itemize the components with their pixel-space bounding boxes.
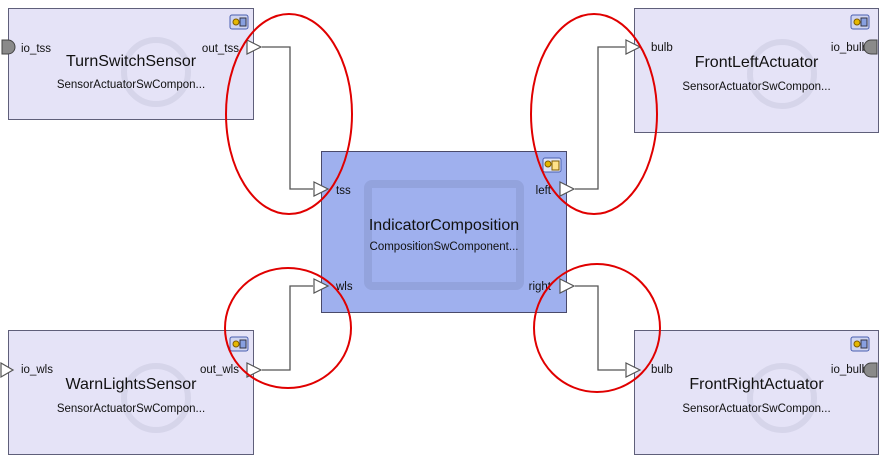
component-name: FrontLeftActuator [694, 54, 819, 71]
port-label-wls: wls [336, 281, 353, 293]
port-wls-icon [313, 278, 330, 294]
component-name: IndicatorComposition [368, 217, 520, 234]
connector-right-to-bulb [575, 285, 625, 371]
composition-watermark-icon [364, 180, 524, 290]
actuator-watermark-icon [747, 39, 817, 109]
highlight-ellipse-bottom-right [533, 263, 661, 393]
component-type: SensorActuatorSwCompon... [682, 403, 831, 415]
port-left-icon [559, 181, 576, 197]
port-right-icon [559, 278, 576, 294]
port-bulb-right-icon [625, 362, 642, 378]
composition-type-icon [542, 157, 562, 173]
component-type: CompositionSwComponent... [369, 241, 519, 253]
sensor-actuator-type-icon [850, 14, 870, 30]
port-label-bulb: bulb [651, 42, 673, 54]
port-label-io-tss: io_tss [21, 43, 52, 55]
turn-switch-sensor-component[interactable]: io_tss out_tss TurnSwitchSensor SensorAc… [8, 8, 254, 120]
indicator-composition-component[interactable]: tss left IndicatorComposition Compositio… [321, 151, 567, 313]
sensor-actuator-type-icon [229, 336, 249, 352]
front-left-actuator-component[interactable]: bulb io_bulb FrontLeftActuator SensorAct… [634, 8, 879, 133]
port-bulb-left-icon [625, 39, 642, 55]
port-label-out-wls: out_wls [200, 364, 239, 376]
warn-lights-sensor-component[interactable]: io_wls out_wls WarnLightsSensor SensorAc… [8, 330, 254, 455]
connector-left-to-bulb [575, 46, 625, 190]
component-type: SensorActuatorSwCompon... [682, 81, 831, 93]
sensor-watermark-icon [121, 37, 191, 107]
port-io-bulb-right-icon [863, 362, 878, 378]
port-label-bulb: bulb [651, 364, 673, 376]
component-type: SensorActuatorSwCompon... [56, 403, 206, 415]
sensor-actuator-type-icon [850, 336, 870, 352]
component-name: FrontRightActuator [689, 376, 824, 393]
port-label-io-bulb: io_bulb [830, 42, 868, 54]
component-type: SensorActuatorSwCompon... [56, 79, 206, 91]
component-name: WarnLightsSensor [65, 376, 197, 393]
highlight-ellipse-bottom-left [224, 267, 352, 389]
highlight-ellipse-top-left [225, 13, 353, 215]
sensor-watermark-icon [121, 363, 191, 433]
sensor-actuator-type-icon [229, 14, 249, 30]
port-label-out-tss: out_tss [201, 43, 239, 55]
connector-out-wls-to-wls [262, 285, 313, 371]
port-io-tss-icon [1, 39, 16, 55]
connector-out-tss-to-tss [262, 46, 313, 190]
port-label-left: left [535, 185, 551, 197]
port-label-io-bulb: io_bulb [830, 364, 868, 376]
port-label-tss: tss [336, 185, 351, 197]
component-name: TurnSwitchSensor [65, 53, 197, 70]
actuator-watermark-icon [747, 363, 817, 433]
port-io-wls-icon [0, 361, 15, 379]
port-label-io-wls: io_wls [21, 364, 53, 376]
front-right-actuator-component[interactable]: bulb io_bulb FrontRightActuator SensorAc… [634, 330, 879, 455]
port-io-bulb-left-icon [863, 39, 878, 55]
highlight-ellipse-top-right [530, 13, 658, 215]
port-tss-icon [313, 181, 330, 197]
port-out-tss-icon [246, 39, 263, 55]
port-out-wls-icon [246, 362, 263, 378]
